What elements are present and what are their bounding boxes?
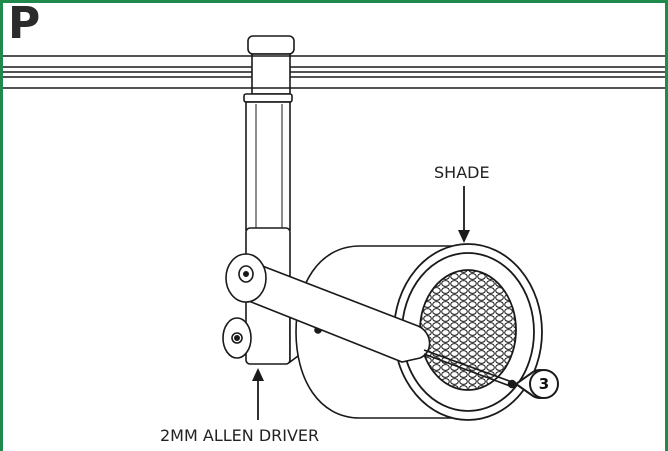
panel-letter: P <box>8 0 41 49</box>
callout-3: 3 <box>514 369 559 399</box>
stem <box>243 93 293 231</box>
honeycomb-louver <box>419 269 517 391</box>
allen-driver <box>423 349 517 389</box>
driver-label: 2MM ALLEN DRIVER <box>160 426 319 445</box>
callout-number: 3 <box>539 375 549 393</box>
shade <box>393 243 543 421</box>
track-rail <box>3 55 665 89</box>
track-adapter <box>247 35 295 95</box>
shade-pointer: SHADE <box>434 163 490 243</box>
arm <box>225 253 431 363</box>
driver-pointer: 2MM ALLEN DRIVER <box>160 368 319 445</box>
shade-label: SHADE <box>434 163 490 182</box>
